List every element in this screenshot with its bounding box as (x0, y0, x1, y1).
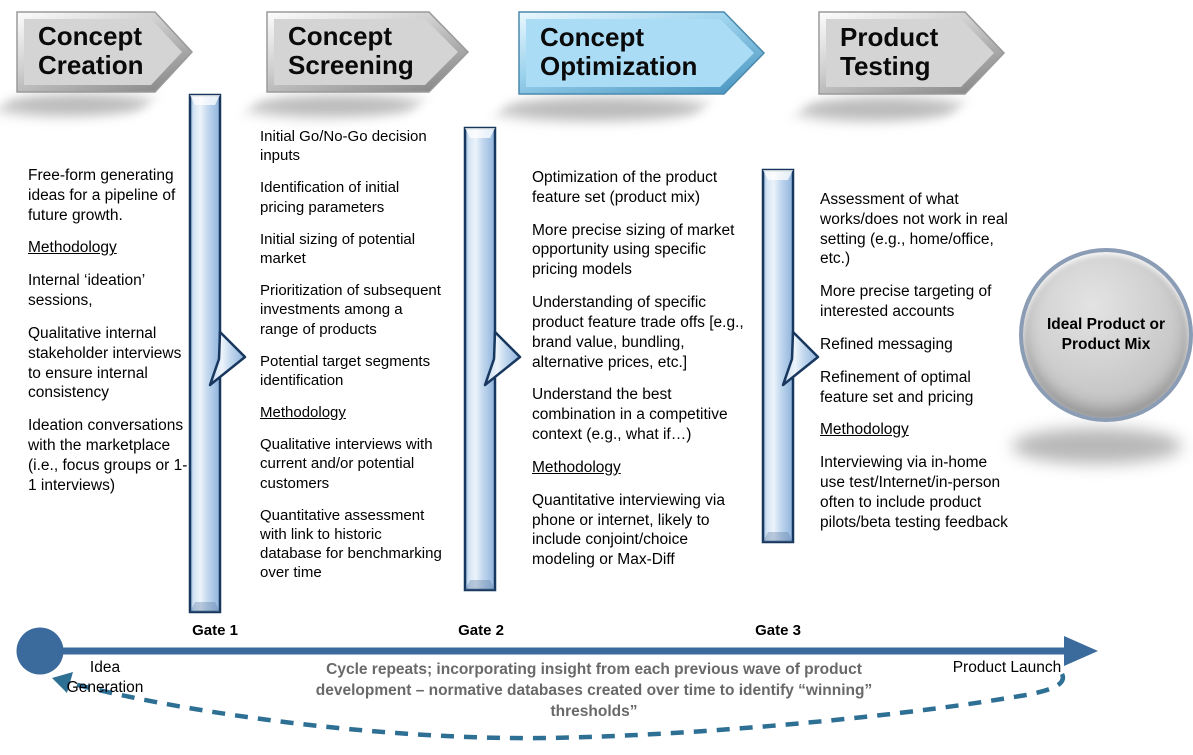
phase-title: Product Testing (840, 22, 939, 82)
column-product-testing: Assessment of what works/does not work i… (820, 190, 1012, 546)
column-paragraph: Quantitative assessment with link to his… (260, 506, 442, 582)
gate-bar-2 (463, 126, 522, 592)
column-paragraph: Initial Go/No-Go decision inputs (260, 128, 427, 165)
gate-chevron-icon (483, 330, 522, 387)
arrow-right-icon (266, 11, 470, 93)
timeline-graphic (16, 627, 1098, 741)
column-concept-optimization: Optimization of the product feature set … (532, 168, 747, 583)
column-paragraph: Qualitative interviews with current and/… (260, 436, 433, 492)
timeline-arrowhead-icon (1064, 636, 1098, 666)
product-launch-label: Product Launch (952, 659, 1062, 676)
phase-title: Concept Screening (288, 21, 414, 81)
column-paragraph: Quantitative interviewing via phone or i… (532, 491, 725, 569)
gate-bar-3 (761, 168, 820, 544)
gate-2-label: Gate 2 (458, 622, 504, 639)
methodology-heading: Methodology (532, 458, 621, 476)
column-paragraph: More precise sizing of market opportunit… (532, 221, 735, 279)
methodology-heading: Methodology (820, 421, 909, 439)
phase-header-concept-screening: Concept Screening (266, 11, 470, 98)
phase-arrow-shadow (242, 95, 428, 117)
arrow-right-icon (518, 11, 766, 95)
gate-chevron-icon (781, 330, 820, 387)
phase-title: Concept Optimization (540, 22, 698, 82)
timeline-start-dot (16, 627, 64, 675)
phase-arrow-shadow (491, 97, 714, 121)
column-paragraph: Optimization of the product feature set … (532, 169, 718, 206)
gate-1-label: Gate 1 (192, 622, 238, 639)
cycle-dashed-curve (69, 672, 1066, 741)
column-paragraph: Potential target segments identification (260, 352, 431, 389)
methodology-heading: Methodology (28, 239, 117, 257)
column-paragraph: Refinement of optimal feature set and pr… (820, 368, 974, 406)
column-paragraph: Refined messaging (820, 335, 953, 353)
column-paragraph: Understanding of specific product featur… (532, 294, 744, 371)
phase-arrow-shadow (791, 97, 969, 121)
column-paragraph: Qualitative internal stakeholder intervi… (28, 324, 182, 402)
column-paragraph: More precise targeting of interested acc… (820, 283, 992, 321)
gate-bar-1 (188, 93, 247, 614)
arrow-right-icon (818, 11, 1006, 95)
gate-chevron-icon (208, 330, 247, 387)
result-circle-shadow (1012, 428, 1182, 464)
column-paragraph: Interviewing via in-home use test/Intern… (820, 454, 1008, 531)
column-paragraph: Initial sizing of potential market (260, 230, 416, 267)
cycle-note: Cycle repeats; incorporating insight fro… (315, 661, 873, 720)
column-paragraph: Free-form generating ideas for a pipelin… (28, 167, 176, 224)
phase-header-product-testing: Product Testing (818, 11, 1006, 100)
methodology-heading: Methodology (260, 404, 346, 422)
gate-3-label: Gate 3 (755, 622, 801, 639)
column-paragraph: Internal ‘ideation’ sessions, (28, 272, 145, 310)
column-paragraph: Assessment of what works/does not work i… (820, 191, 1008, 268)
column-concept-screening: Initial Go/No-Go decision inputs Identif… (260, 127, 445, 596)
column-concept-creation: Free-form generating ideas for a pipelin… (28, 166, 190, 509)
phase-header-concept-optimization: Concept Optimization (518, 11, 766, 100)
result-label: Ideal Product or Product Mix (1047, 315, 1165, 353)
cycle-arrowhead-icon (52, 672, 73, 693)
column-paragraph: Prioritization of subsequent investments… (260, 282, 441, 338)
phase-title: Concept Creation (38, 21, 144, 81)
result-circle: Ideal Product or Product Mix (1019, 248, 1193, 422)
idea-generation-label: Idea Generation (66, 659, 144, 697)
arrow-right-icon (16, 11, 194, 93)
column-paragraph: Understand the best combination in a com… (532, 386, 728, 444)
phase-header-concept-creation: Concept Creation (16, 11, 194, 98)
column-paragraph: Identification of initial pricing parame… (260, 179, 400, 216)
column-paragraph: Ideation conversations with the marketpl… (28, 417, 188, 494)
